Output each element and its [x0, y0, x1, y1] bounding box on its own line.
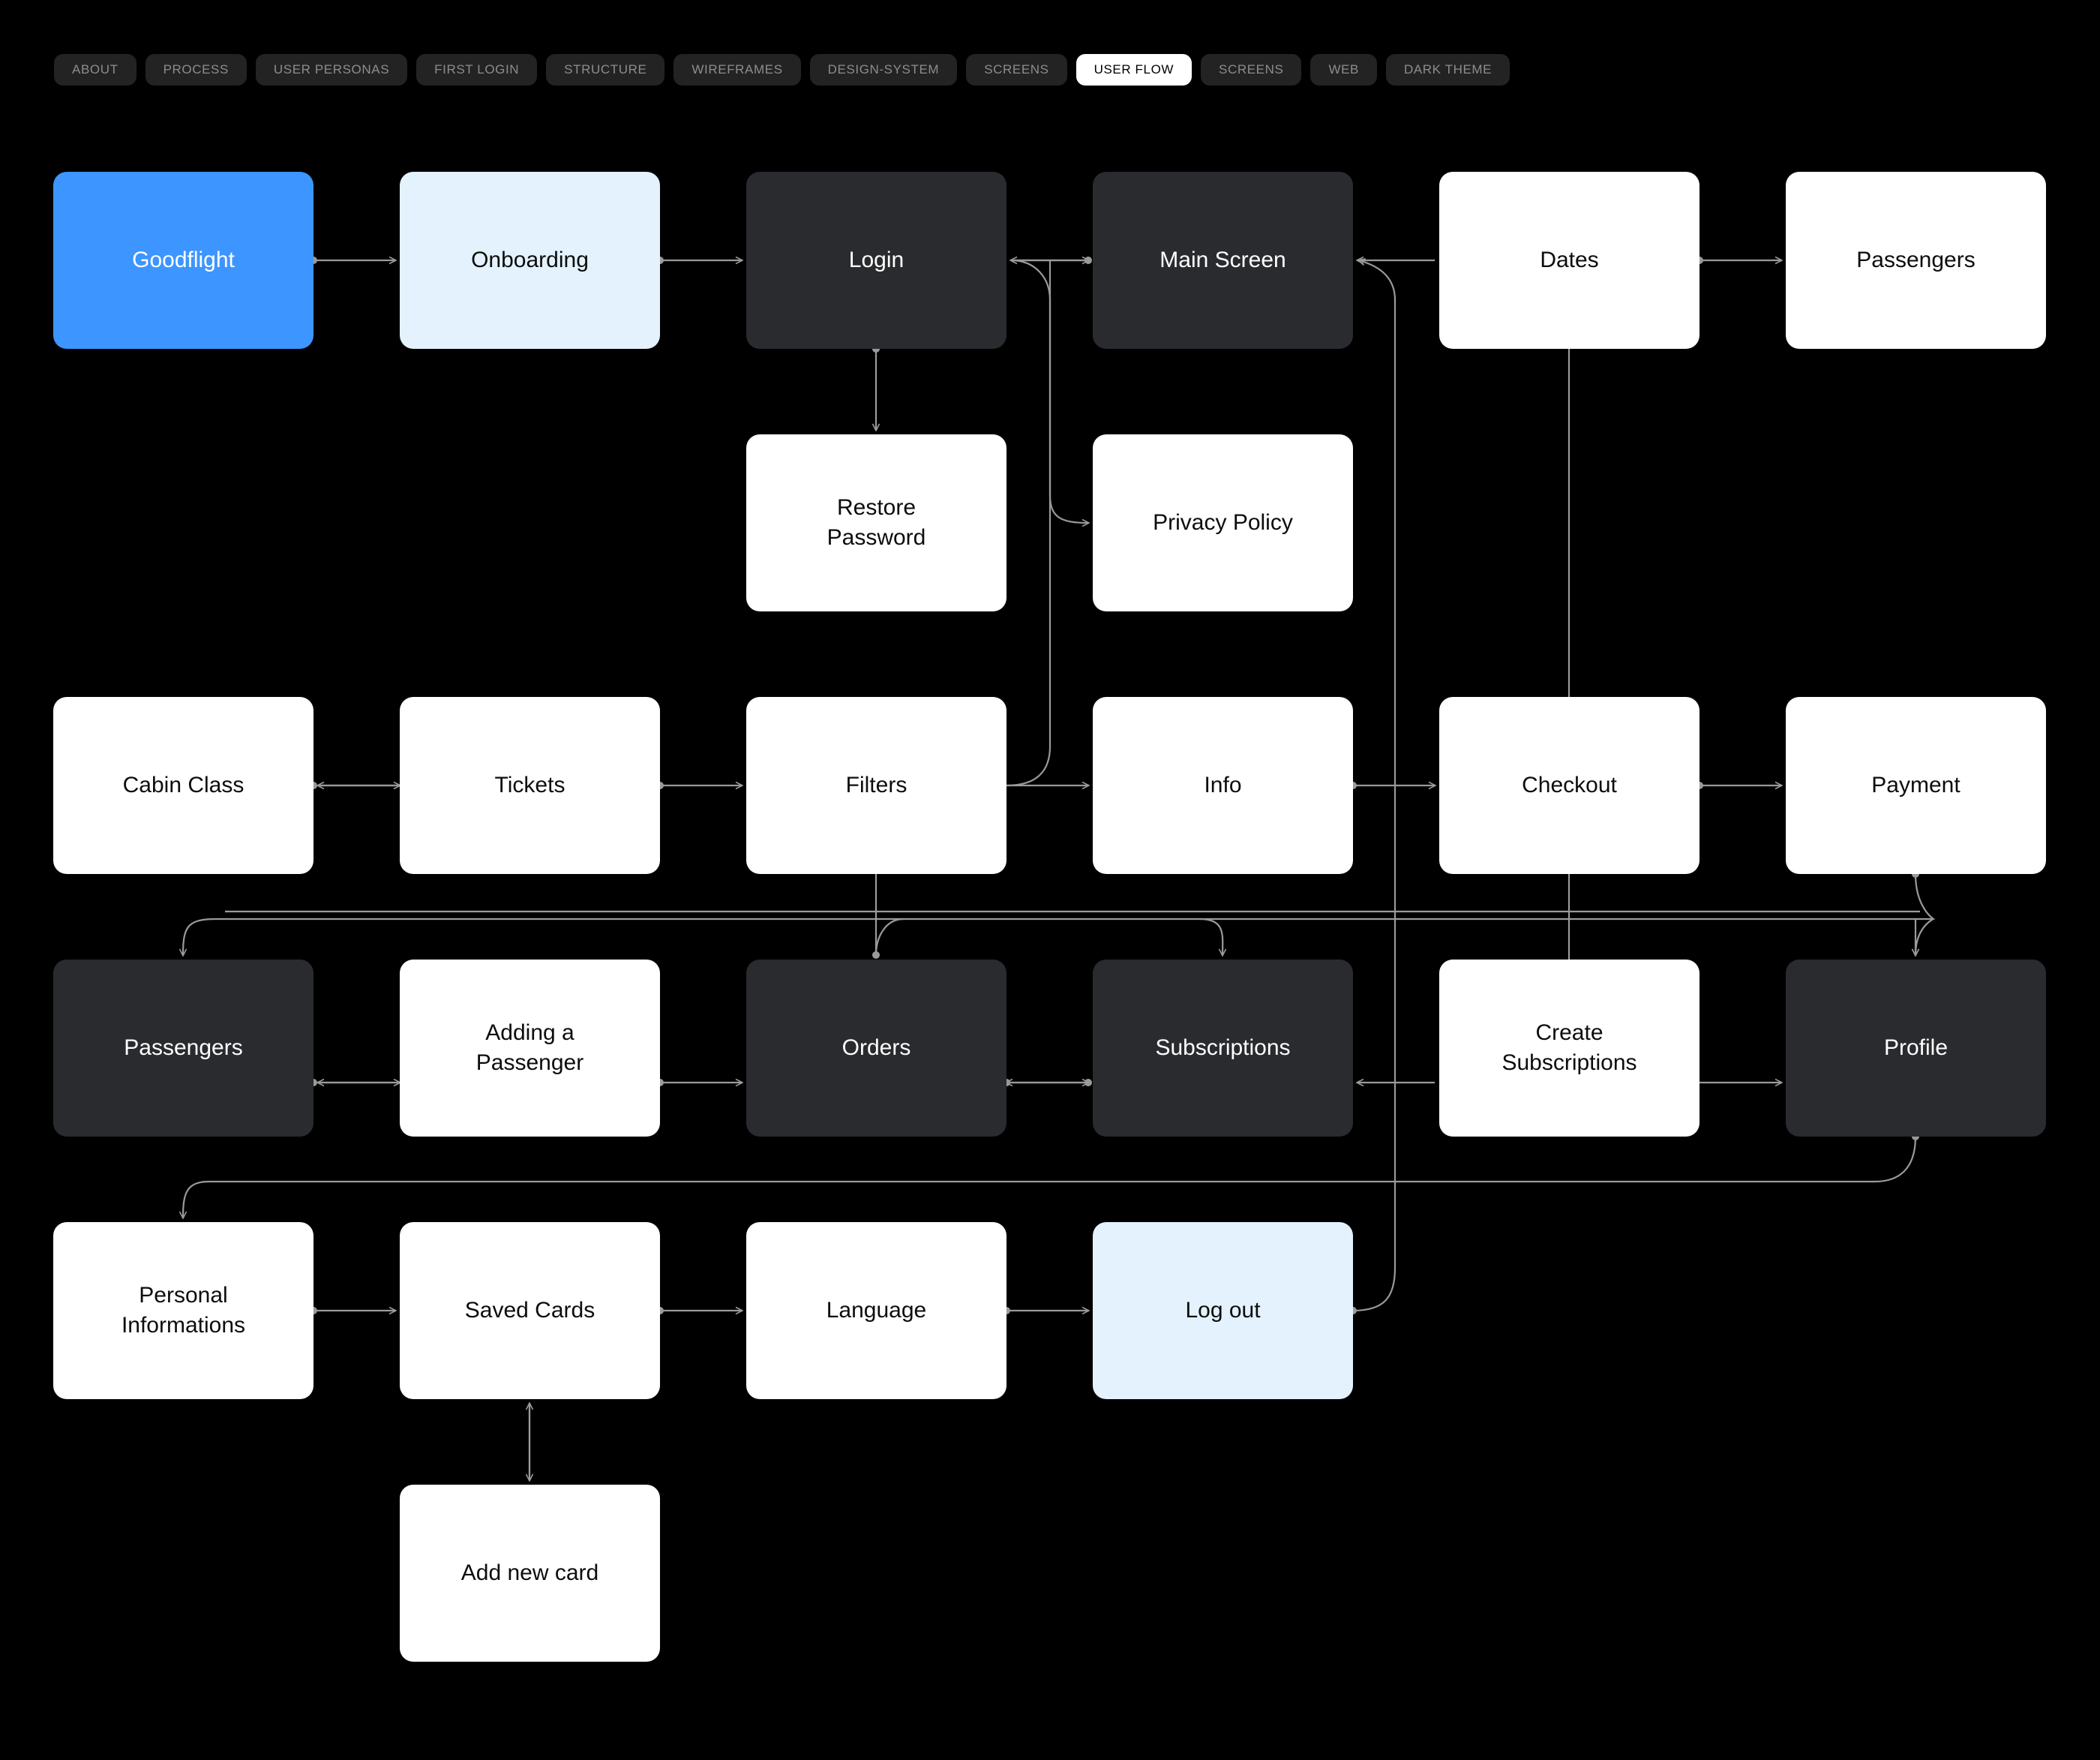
- flow-node-passengers1[interactable]: Passengers: [1786, 172, 2046, 349]
- flow-node-goodflight[interactable]: Goodflight: [53, 172, 314, 349]
- flow-node-label: Goodflight: [132, 248, 235, 273]
- flow-node-savedcards[interactable]: Saved Cards: [400, 1222, 660, 1399]
- flow-node-label: Main Screen: [1160, 248, 1286, 273]
- flow-node-subs[interactable]: Subscriptions: [1093, 960, 1353, 1137]
- nav-tab-screens-2[interactable]: SCREENS: [1201, 54, 1302, 86]
- flow-node-label: Cabin Class: [122, 773, 244, 798]
- flow-node-dates[interactable]: Dates: [1439, 172, 1700, 349]
- flow-node-filters[interactable]: Filters: [746, 697, 1006, 874]
- nav-tab-process[interactable]: PROCESS: [145, 54, 247, 86]
- flow-node-label: Filters: [845, 773, 908, 798]
- flow-node-passengers2[interactable]: Passengers: [53, 960, 314, 1137]
- flow-node-onboarding[interactable]: Onboarding: [400, 172, 660, 349]
- flow-node-label: Personal Informations: [121, 1283, 246, 1338]
- flow-node-label: Subscriptions: [1155, 1035, 1291, 1061]
- flow-node-label: Passengers: [1856, 248, 1976, 273]
- flow-node-label: Passengers: [124, 1035, 243, 1061]
- flow-node-label: Saved Cards: [464, 1298, 596, 1323]
- nav-tab-wireframes[interactable]: WIREFRAMES: [674, 54, 801, 86]
- flow-node-label: Info: [1204, 773, 1242, 798]
- nav-tab-user-flow[interactable]: USER FLOW: [1076, 54, 1192, 86]
- flow-node-addpass[interactable]: Adding a Passenger: [400, 960, 660, 1137]
- flow-node-payment[interactable]: Payment: [1786, 697, 2046, 874]
- flow-node-label: Log out: [1185, 1298, 1261, 1323]
- flow-node-label: Orders: [842, 1035, 911, 1061]
- flow-node-label: Login: [848, 248, 904, 273]
- flow-node-cabinclass[interactable]: Cabin Class: [53, 697, 314, 874]
- nav-tab-structure[interactable]: STRUCTURE: [546, 54, 665, 86]
- flow-node-mainscreen[interactable]: Main Screen: [1093, 172, 1353, 349]
- flow-node-label: Tickets: [494, 773, 566, 798]
- flow-node-label: Add new card: [460, 1560, 599, 1586]
- flow-node-createsubs[interactable]: Create Subscriptions: [1439, 960, 1700, 1137]
- flow-node-privacy[interactable]: Privacy Policy: [1093, 434, 1353, 611]
- flow-node-label: Language: [826, 1298, 927, 1323]
- flow-node-language[interactable]: Language: [746, 1222, 1006, 1399]
- flow-node-label: Create Subscriptions: [1502, 1020, 1637, 1075]
- nav-tab-about[interactable]: ABOUT: [54, 54, 136, 86]
- flow-node-label: Onboarding: [471, 248, 589, 273]
- flow-node-label: Dates: [1540, 248, 1599, 273]
- nav-tab-first-login[interactable]: FIRST LOGIN: [416, 54, 538, 86]
- flow-node-orders[interactable]: Orders: [746, 960, 1006, 1137]
- flow-node-label: Privacy Policy: [1153, 510, 1293, 536]
- flow-node-label: Adding a Passenger: [476, 1020, 584, 1075]
- nav-tab-web[interactable]: WEB: [1310, 54, 1377, 86]
- flow-node-login[interactable]: Login: [746, 172, 1006, 349]
- flow-node-checkout[interactable]: Checkout: [1439, 697, 1700, 874]
- flow-node-label: Payment: [1871, 773, 1960, 798]
- flow-node-label: Profile: [1883, 1035, 1948, 1061]
- flow-node-tickets[interactable]: Tickets: [400, 697, 660, 874]
- nav-tab-screens-1[interactable]: SCREENS: [966, 54, 1067, 86]
- flow-node-personal[interactable]: Personal Informations: [53, 1222, 314, 1399]
- flow-node-profile[interactable]: Profile: [1786, 960, 2046, 1137]
- nav-tab-design-system[interactable]: DESIGN-SYSTEM: [809, 54, 958, 86]
- flow-node-restorepw[interactable]: Restore Password: [746, 434, 1006, 611]
- nav-tab-user-personas[interactable]: USER PERSONAS: [255, 54, 408, 86]
- flow-node-info[interactable]: Info: [1093, 697, 1353, 874]
- flow-node-logout[interactable]: Log out: [1093, 1222, 1353, 1399]
- flow-node-label: Restore Password: [826, 495, 926, 550]
- flow-node-addnewcard[interactable]: Add new card: [400, 1485, 660, 1662]
- flow-node-label: Checkout: [1522, 773, 1617, 798]
- nav-tab-dark-theme[interactable]: DARK THEME: [1385, 54, 1510, 86]
